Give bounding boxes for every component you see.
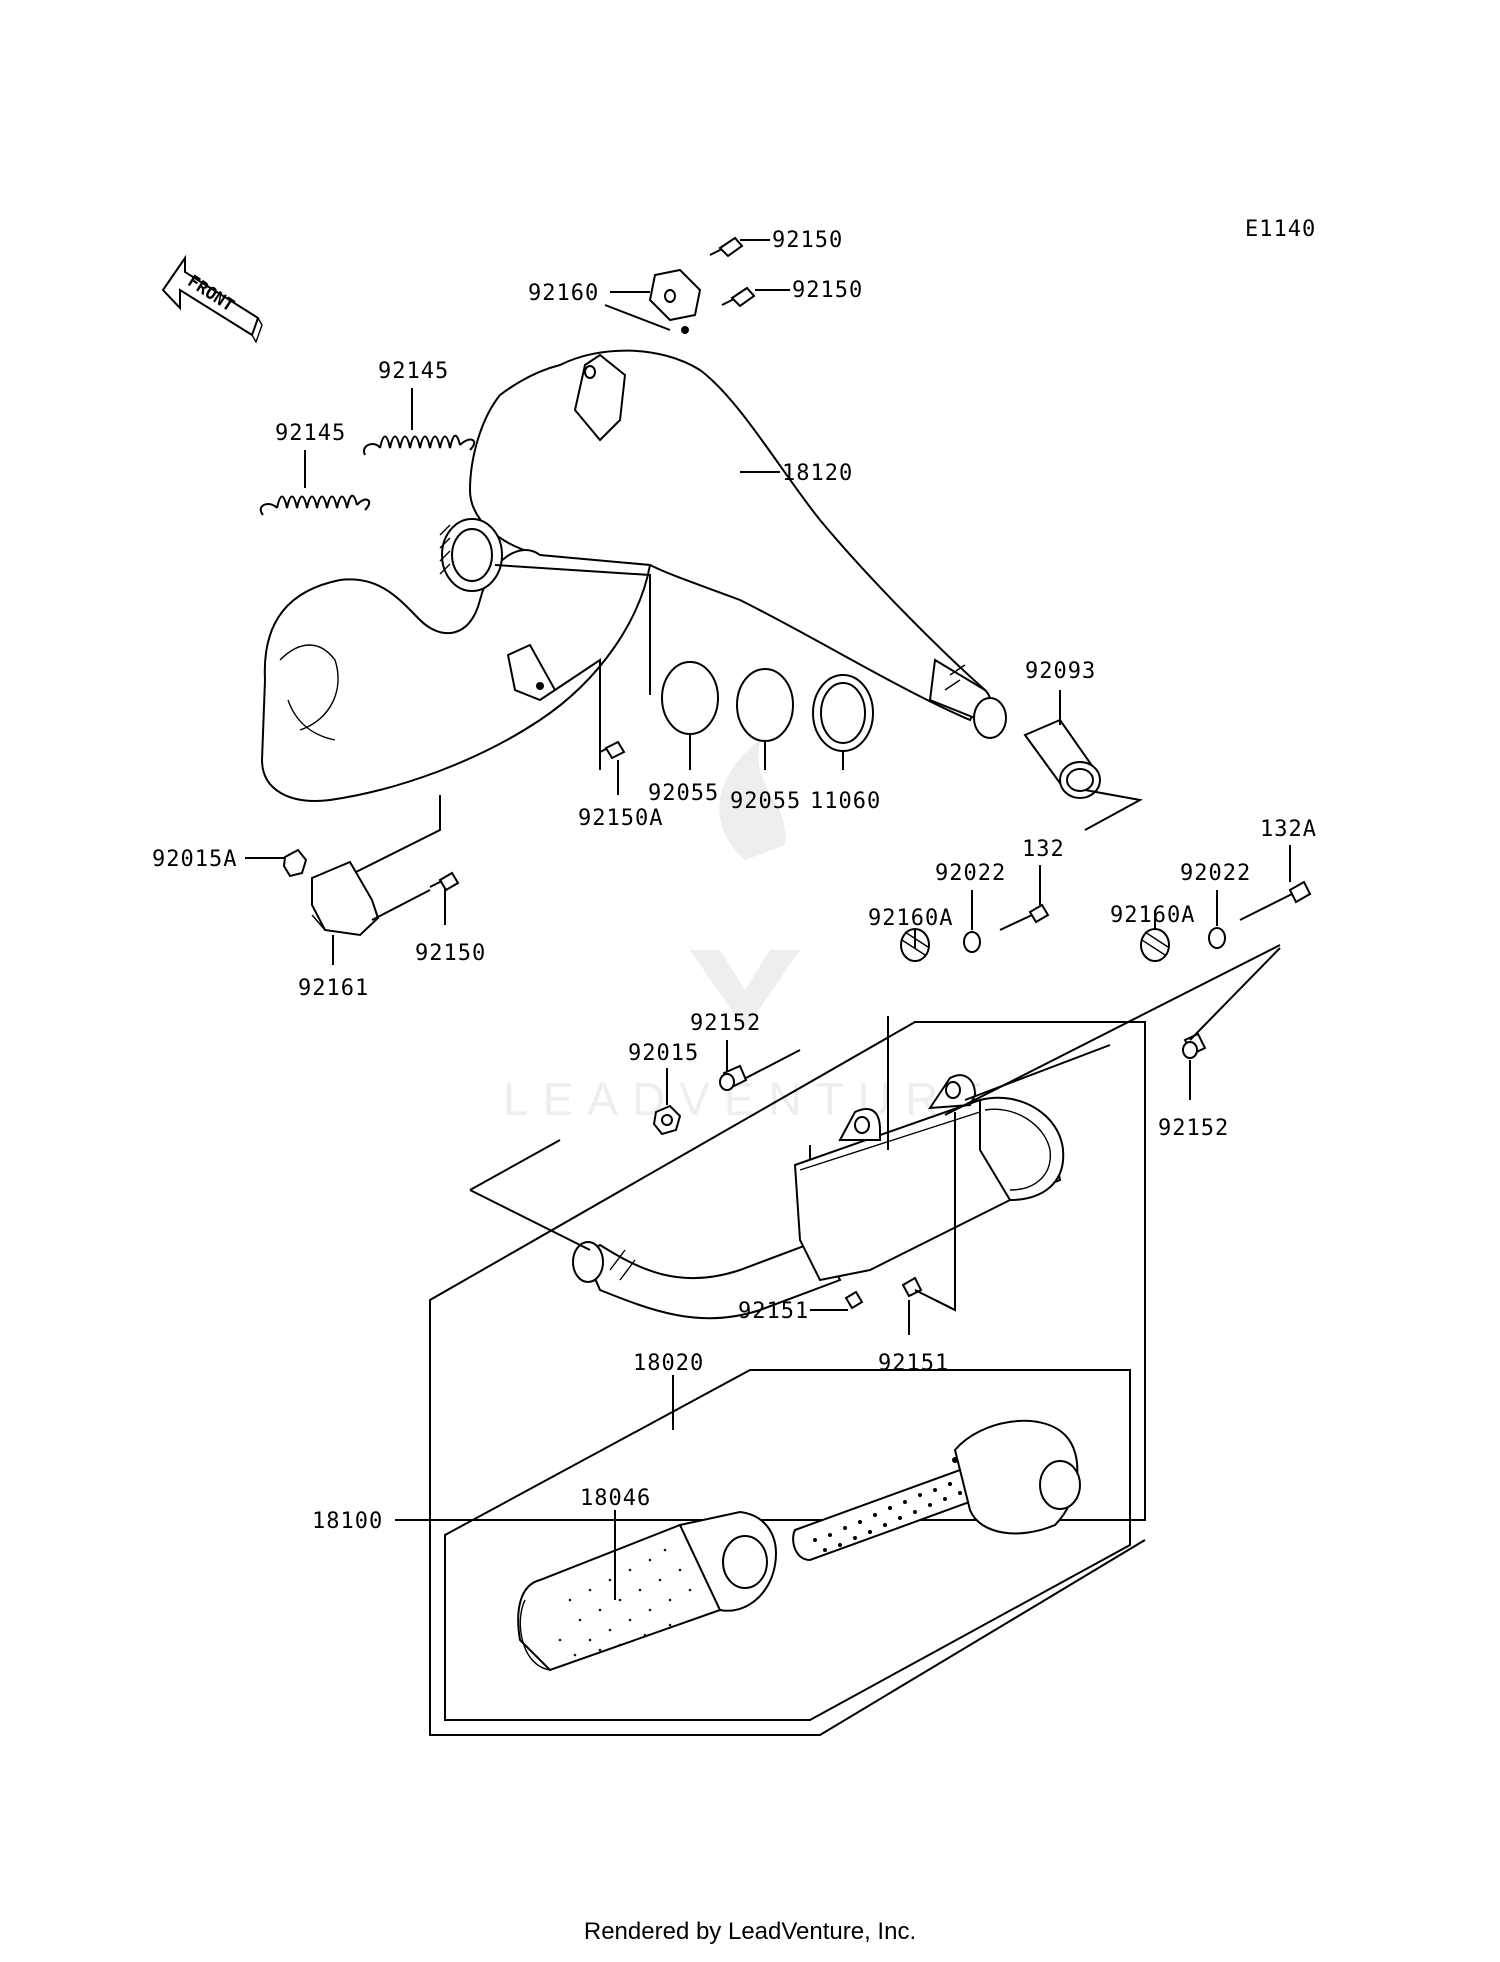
label-92161: 92161 — [298, 976, 369, 1001]
bolt-132 — [999, 903, 1050, 931]
expansion-chamber — [260, 304, 1007, 876]
perforated-core — [792, 1419, 1081, 1562]
label-18100: 18100 — [312, 1509, 383, 1534]
coupling-92093 — [1023, 718, 1143, 831]
front-arrow-icon: FRONT — [161, 254, 263, 344]
label-132: 132 — [1022, 837, 1065, 862]
collar-92152-a — [719, 1049, 801, 1091]
grommet-92160A-b — [1140, 928, 1170, 962]
bolt-92150A — [599, 740, 626, 760]
bolt-92150-top — [709, 236, 744, 258]
label-92145: 92145 — [275, 421, 346, 446]
watermark: LEADVENTURE — [503, 740, 983, 1125]
footer-credit: Rendered by LeadVenture, Inc. — [583, 1918, 917, 1945]
label-92151: 92151 — [878, 1351, 949, 1376]
silencer — [572, 944, 1281, 1320]
spring-92145-lower — [259, 494, 371, 516]
label-92015A: 92015A — [152, 847, 237, 872]
bracket-92160 — [648, 268, 702, 334]
label-92152: 92152 — [1158, 1116, 1229, 1141]
bolt-92150-mid — [721, 286, 756, 308]
label-92093: 92093 — [1025, 659, 1096, 684]
diagram-code: E1140 — [1245, 217, 1316, 242]
label-11060: 11060 — [810, 789, 881, 814]
collar-92152-b — [1182, 1032, 1207, 1059]
label-92055: 92055 — [648, 781, 719, 806]
label-92022: 92022 — [935, 861, 1006, 886]
nut-92015 — [652, 1104, 682, 1136]
label-92160: 92160 — [528, 281, 599, 306]
label-92145: 92145 — [378, 359, 449, 384]
label-18020: 18020 — [633, 1351, 704, 1376]
label-92055: 92055 — [730, 789, 801, 814]
label-92150: 92150 — [792, 278, 863, 303]
silencer-outer-outline — [429, 1300, 1146, 1736]
bolt-132A — [1239, 880, 1312, 921]
label-18120: 18120 — [782, 461, 853, 486]
label-132A: 132A — [1260, 817, 1317, 842]
nut-92015A — [282, 848, 308, 878]
bracket-92161 — [311, 860, 380, 937]
label-92160A: 92160A — [1110, 903, 1195, 928]
label-92150A: 92150A — [578, 806, 663, 831]
washer-92022-a — [963, 931, 981, 953]
gasket-92055-a — [661, 661, 719, 735]
washer-92022-b — [1208, 927, 1226, 949]
spring-92145-upper — [363, 434, 476, 456]
label-92022: 92022 — [1180, 861, 1251, 886]
gasket-11060 — [812, 674, 874, 752]
label-92152: 92152 — [690, 1011, 761, 1036]
label-92015: 92015 — [628, 1041, 699, 1066]
label-18046: 18046 — [580, 1486, 651, 1511]
label-92160A: 92160A — [868, 906, 953, 931]
gasket-92055-b — [736, 668, 794, 742]
label-92151: 92151 — [738, 1299, 809, 1324]
label-92150: 92150 — [772, 228, 843, 253]
label-92150: 92150 — [415, 941, 486, 966]
core-group-outline — [444, 1369, 1131, 1721]
bolt-92150-bracket — [371, 871, 460, 921]
packing-18046 — [517, 1510, 777, 1672]
